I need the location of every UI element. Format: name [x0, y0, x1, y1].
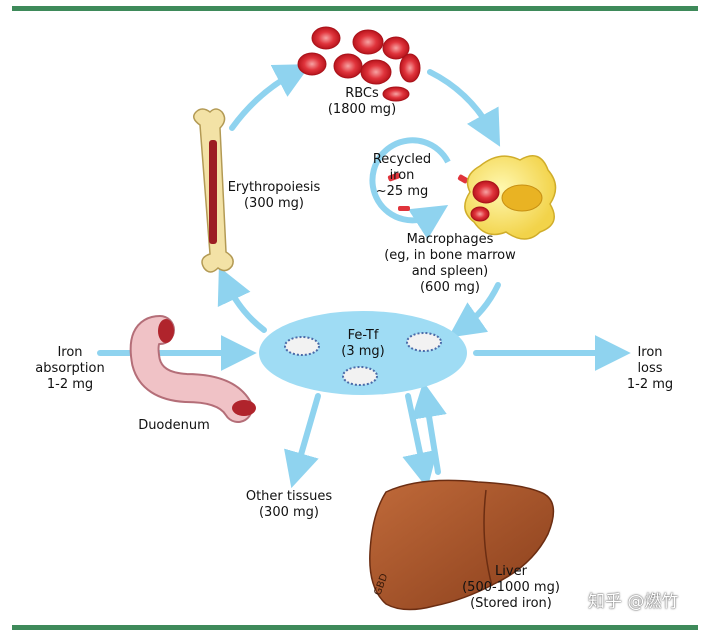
arrow-liver-to-fetf [411, 381, 447, 475]
recycled-iron-loop [369, 137, 469, 240]
other-tissues-label: Other tissues (300 mg) [234, 489, 344, 521]
liver-label: Liver (500-1000 mg) (Stored iron) [446, 564, 576, 612]
macrophages-line3: and spleen) [411, 264, 489, 279]
flow-arrows [97, 64, 631, 489]
fetf-label: Fe-Tf (3 mg) [323, 328, 403, 360]
loss-line3: 1-2 mg [626, 377, 674, 392]
other-tissues-name: Other tissues [245, 489, 333, 504]
absorption-line2: absorption [35, 361, 105, 376]
rbcs-label: RBCs (1800 mg) [302, 86, 422, 118]
rbcs-name: RBCs [345, 86, 379, 101]
fetf-amount: (3 mg) [341, 344, 385, 359]
rbcs-amount: (1800 mg) [327, 102, 397, 117]
recycled-line2: iron [389, 168, 415, 183]
recycled-line1: Recycled [372, 152, 432, 167]
duodenum-name: Duodenum [138, 418, 210, 433]
macrophage-illustration [464, 155, 557, 240]
liver-illustration: GBD [369, 479, 555, 611]
erythropoiesis-amount: (300 mg) [243, 196, 304, 211]
liver-name: Liver [495, 564, 527, 579]
arrow-erythropoiesis-to-rbcs [229, 64, 311, 131]
recycled-line3: ~25 mg [375, 184, 429, 199]
erythropoiesis-name: Erythropoiesis [227, 180, 321, 195]
iron-loss-label: Iron loss 1-2 mg [618, 345, 682, 393]
duodenum-illustration [129, 315, 256, 423]
bottom-border-bar [12, 625, 698, 630]
macrophages-line2: (eg, in bone marrow [384, 248, 516, 263]
arrow-fetf-to-other-tissues [284, 393, 321, 489]
duodenum-label: Duodenum [124, 418, 224, 434]
fetf-name: Fe-Tf [347, 328, 379, 343]
arrow-macrophages-to-fetf [448, 282, 501, 338]
iron-absorption-label: Iron absorption 1-2 mg [30, 345, 110, 393]
macrophages-line1: Macrophages [406, 232, 494, 247]
watermark: 知乎 @燃竹 [588, 592, 679, 612]
arrow-fetf-to-erythropoiesis [217, 266, 267, 333]
top-border-bar [12, 6, 698, 11]
liver-amount: (500-1000 mg) [462, 580, 560, 595]
erythropoiesis-label: Erythropoiesis (300 mg) [212, 180, 336, 212]
fetf-pool [259, 311, 467, 395]
absorption-line3: 1-2 mg [46, 377, 94, 392]
recycled-iron-label: Recycled iron ~25 mg [364, 152, 440, 200]
arrow-rbcs-to-macrophages [427, 69, 501, 147]
rbc-cluster [297, 26, 421, 102]
loss-line1: Iron [637, 345, 663, 360]
arrow-fetf-to-liver [402, 393, 438, 489]
other-tissues-amount: (300 mg) [258, 505, 319, 520]
loss-line2: loss [637, 361, 663, 376]
macrophages-label: Macrophages (eg, in bone marrow and sple… [360, 232, 540, 296]
absorption-line1: Iron [57, 345, 83, 360]
liver-note: (Stored iron) [470, 596, 552, 611]
macrophages-line4: (600 mg) [419, 280, 480, 295]
bone-marrow-illustration [193, 108, 234, 273]
